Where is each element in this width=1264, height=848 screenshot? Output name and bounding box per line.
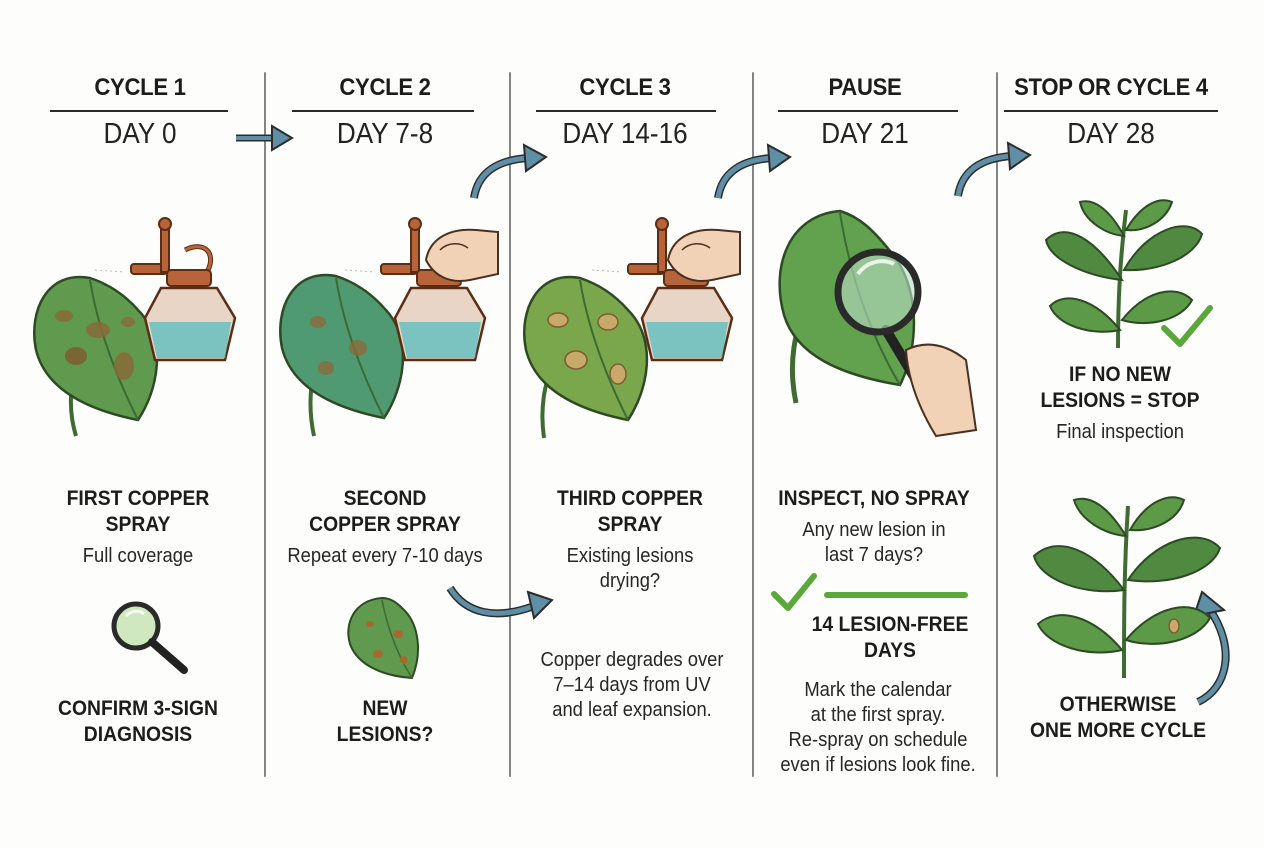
header-rule [1004, 110, 1218, 112]
action-note: Full coverage [82, 545, 194, 567]
spray-bottle-icon [94, 217, 237, 362]
arrow-icon [236, 124, 294, 152]
header-rule [292, 110, 474, 112]
spray-bottle-icon [344, 217, 487, 362]
cycle-label: CYCLE 1 [94, 74, 186, 101]
day-label: DAY 0 [103, 118, 177, 150]
footer-note: Mark the calendar at the first spray. Re… [780, 679, 976, 776]
stop-title: IF NO NEW LESIONS = STOP [1040, 363, 1200, 412]
action-title: THIRD COPPER SPRAY [557, 487, 703, 536]
action-title: INSPECT, NO SPRAY [778, 487, 970, 510]
cycle-label: PAUSE [828, 74, 902, 101]
action-note: Any new lesion in last 7 days? [802, 519, 946, 566]
plant-icon [1044, 199, 1204, 349]
leaf-icon [279, 273, 405, 437]
cycle-label: STOP OR CYCLE 4 [1014, 74, 1208, 101]
day-label: DAY 21 [821, 118, 909, 150]
check-icon [1161, 305, 1213, 347]
cycle-label: CYCLE 2 [339, 74, 431, 101]
leaf-icon [33, 275, 159, 437]
column-divider [509, 72, 511, 777]
action-title: SECOND COPPER SPRAY [309, 487, 461, 536]
cycle-label: CYCLE 3 [579, 74, 671, 101]
spray-bottle-icon [591, 217, 734, 362]
arrow-icon [954, 141, 1032, 197]
column-divider [752, 72, 754, 777]
column-divider [996, 72, 998, 777]
day-label: DAY 7-8 [336, 118, 434, 150]
action-title: FIRST COPPER SPRAY [66, 487, 210, 536]
day-label: DAY 14-16 [562, 118, 688, 150]
magnifier-icon [111, 601, 188, 674]
hand-icon [424, 228, 499, 282]
action-note: Repeat every 7-10 days [287, 545, 483, 567]
footer-title: NEW LESIONS? [336, 697, 434, 746]
arrow-icon [714, 143, 792, 199]
magnifier-icon [834, 248, 978, 438]
footer-title: CONFIRM 3-SIGN DIAGNOSIS [58, 697, 218, 746]
plant-icon [1032, 496, 1222, 679]
milestone-bar [824, 592, 968, 598]
action-note: Existing lesions drying? [566, 545, 694, 592]
arrow-icon [470, 143, 548, 199]
leaf-icon [347, 596, 419, 680]
header-rule [50, 110, 228, 112]
check-icon [771, 573, 817, 611]
arrow-icon [446, 585, 554, 620]
day-label: DAY 28 [1067, 118, 1155, 150]
header-rule [536, 110, 716, 112]
leaf-icon [523, 275, 649, 439]
column-divider [264, 72, 266, 777]
arrow-icon [1192, 590, 1230, 706]
milestone-title: 14 LESION-FREE DAYS [811, 613, 969, 662]
hand-icon [666, 228, 741, 282]
header-rule [778, 110, 958, 112]
stop-note: Final inspection [1056, 421, 1184, 443]
footer-title: OTHERWISE ONE MORE CYCLE [1029, 693, 1207, 742]
footer-note: Copper degrades over 7–14 days from UV a… [540, 649, 724, 721]
